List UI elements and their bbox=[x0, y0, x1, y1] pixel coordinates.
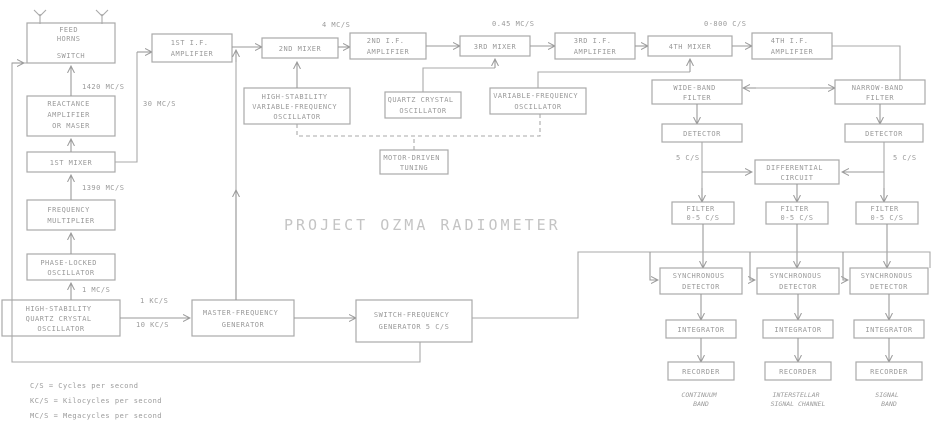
recorder-c-block: RECORDER bbox=[855, 361, 923, 381]
svg-text:INTEGRATOR: INTEGRATOR bbox=[865, 326, 912, 334]
label-1390mcs: 1390 MC/S bbox=[82, 184, 124, 192]
svg-text:DETECTOR: DETECTOR bbox=[683, 130, 721, 138]
svg-text:4TH MIXER: 4TH MIXER bbox=[669, 43, 712, 51]
svg-text:FILTER 0-5 C/S: FILTER 0-5 C/S bbox=[780, 205, 813, 222]
svg-text:QUARTZ CRYSTAL OSCILLATO: QUARTZ CRYSTAL OSCILLATOR bbox=[388, 96, 459, 115]
svg-text:INTEGRATOR: INTEGRATOR bbox=[774, 326, 821, 334]
svg-text:HIGH-STABILITY VARIABLE-: HIGH-STABILITY VARIABLE-FREQUENCY OSCILL… bbox=[252, 93, 342, 121]
svg-text:2ND I.F. AMPLIFIER: 2ND I.F. AMPLIFIER bbox=[367, 37, 410, 56]
detector-right-block: DETECTOR bbox=[844, 123, 924, 143]
svg-text:2ND MIXER: 2ND MIXER bbox=[279, 45, 322, 53]
left-horn-icon bbox=[33, 9, 47, 24]
svg-text:SYNCHRONOUS DETECTOR: SYNCHRONOUS DETECTOR bbox=[770, 272, 827, 291]
output-caption-b: INTERSTELLAR SIGNAL CHANNEL bbox=[771, 391, 826, 408]
svg-text:FILTER 0-5 C/S: FILTER 0-5 C/S bbox=[686, 205, 719, 222]
svg-text:3RD I.F. AMPLIFIER: 3RD I.F. AMPLIFIER bbox=[574, 37, 617, 56]
svg-text:MASTER-FREQUENCY GENERAT: MASTER-FREQUENCY GENERATOR bbox=[203, 309, 283, 329]
fourth-mixer-block: 4TH MIXER bbox=[647, 35, 733, 57]
svg-text:NARROW-BAND FILTER: NARROW-BAND FILTER bbox=[852, 84, 909, 102]
sync-detector-b-block: SYNCHRONOUS DETECTOR bbox=[756, 267, 840, 295]
third-mixer-block: 3RD MIXER bbox=[459, 35, 531, 57]
legend-line-mcs: MC/S = Megacycles per second bbox=[30, 412, 162, 420]
svg-text:SWITCH-FREQUENCY GENERAT: SWITCH-FREQUENCY GENERATOR 5 C/S bbox=[374, 311, 454, 331]
sync-detector-a-block: SYNCHRONOUS DETECTOR bbox=[659, 267, 743, 295]
integrator-b-block: INTEGRATOR bbox=[762, 319, 834, 339]
svg-text:DETECTOR: DETECTOR bbox=[865, 130, 903, 138]
variable-frequency-oscillator-block: VARIABLE-FREQUENCY OSCILLATOR bbox=[489, 87, 587, 115]
second-if-amplifier-block: 2ND I.F. AMPLIFIER bbox=[349, 32, 427, 60]
svg-text:RECORDER: RECORDER bbox=[682, 368, 720, 376]
quartz-crystal-oscillator-block: QUARTZ CRYSTAL OSCILLATOR bbox=[384, 91, 462, 119]
svg-text:VARIABLE-FREQUENCY OSCIL: VARIABLE-FREQUENCY OSCILLATOR bbox=[493, 92, 583, 111]
sync-detector-c-block: SYNCHRONOUS DETECTOR bbox=[849, 267, 929, 295]
high-stability-variable-oscillator-block: HIGH-STABILITY VARIABLE-FREQUENCY OSCILL… bbox=[243, 87, 351, 125]
right-horn-icon bbox=[95, 9, 109, 24]
svg-text:SYNCHRONOUS DETECTOR: SYNCHRONOUS DETECTOR bbox=[673, 272, 730, 291]
filter-c-block: FILTER 0-5 C/S bbox=[855, 201, 919, 225]
svg-text:RECORDER: RECORDER bbox=[779, 368, 817, 376]
legend-line-kcs: KC/S = Kilocycles per second bbox=[30, 397, 162, 405]
output-caption-c: SIGNAL BAND bbox=[875, 391, 902, 408]
svg-text:FILTER 0-5 C/S: FILTER 0-5 C/S bbox=[870, 205, 903, 222]
master-frequency-generator-block: MASTER-FREQUENCY GENERATOR bbox=[191, 299, 295, 337]
legend: C/S = Cycles per second KC/S = Kilocycle… bbox=[30, 382, 162, 420]
wide-band-filter-block: WIDE-BAND FILTER bbox=[651, 79, 743, 105]
frequency-multiplier-block: FREQUENCY MULTIPLIER bbox=[26, 199, 116, 231]
detector-left-block: DETECTOR bbox=[661, 123, 743, 143]
legend-line-cs: C/S = Cycles per second bbox=[30, 382, 138, 390]
output-caption-a: CONTINUUM BAND bbox=[681, 391, 720, 408]
high-stability-crystal-oscillator-block: HIGH-STABILITY QUARTZ CRYSTAL OSCILLATOR bbox=[1, 299, 121, 337]
label-045mcs: 0.45 MC/S bbox=[492, 20, 534, 28]
reactance-amplifier-block: REACTANCE AMPLIFIER OR MASER bbox=[26, 95, 116, 137]
motor-driven-tuning-block: MOTOR-DRIVEN TUNING bbox=[379, 149, 449, 175]
recorder-b-block: RECORDER bbox=[764, 361, 832, 381]
label-1mcs: 1 MC/S bbox=[82, 286, 110, 294]
label-5cs-left: 5 C/S bbox=[676, 154, 700, 162]
svg-text:INTEGRATOR: INTEGRATOR bbox=[677, 326, 724, 334]
narrow-band-filter-block: NARROW-BAND FILTER bbox=[834, 79, 926, 105]
label-5cs-right: 5 C/S bbox=[893, 154, 917, 162]
integrator-a-block: INTEGRATOR bbox=[665, 319, 737, 339]
label-30mcs: 30 MC/S bbox=[143, 100, 176, 108]
filter-a-block: FILTER 0-5 C/S bbox=[671, 201, 735, 225]
svg-text:REACTANCE AMPLIFIER: REACTANCE AMPLIFIER OR MASER bbox=[47, 100, 94, 130]
integrator-c-block: INTEGRATOR bbox=[853, 319, 925, 339]
label-1kcs: 1 KC/S bbox=[140, 297, 168, 305]
svg-text:DIFFERENTIAL CIRCUIT: DIFFERENTIAL CIRCUIT bbox=[766, 164, 827, 182]
svg-text:PHASE-LOCKED OSCILLATOR: PHASE-LOCKED OSCILLATOR bbox=[40, 259, 101, 277]
second-mixer-block: 2ND MIXER bbox=[261, 37, 339, 59]
svg-text:FREQUENCY MULTIPLIER: FREQUENCY MULTIPLIER bbox=[47, 206, 94, 225]
feed-horns-switch-block: FEED HORNS SWITCH bbox=[26, 22, 116, 64]
svg-text:4TH I.F. AMPLIFIER: 4TH I.F. AMPLIFIER bbox=[771, 37, 814, 56]
switch-frequency-generator-block: SWITCH-FREQUENCY GENERATOR 5 C/S bbox=[355, 299, 473, 343]
svg-text:SYNCHRONOUS DETECTOR: SYNCHRONOUS DETECTOR bbox=[861, 272, 918, 291]
feed-horns-switch-label: FEED HORNS SWITCH bbox=[57, 26, 85, 60]
svg-text:MOTOR-DRIVEN TUNING: MOTOR-DRIVEN TUNING bbox=[383, 154, 444, 172]
differential-circuit-block: DIFFERENTIAL CIRCUIT bbox=[754, 159, 840, 185]
first-mixer-left-block: 1ST MIXER bbox=[26, 151, 116, 173]
recorder-a-block: RECORDER bbox=[667, 361, 735, 381]
svg-text:WIDE-BAND FILTER: WIDE-BAND FILTER bbox=[673, 84, 720, 102]
fourth-if-amplifier-block: 4TH I.F. AMPLIFIER bbox=[751, 32, 833, 60]
svg-text:1ST MIXER: 1ST MIXER bbox=[50, 159, 93, 167]
svg-text:HIGH-STABILITY QUARTZ CR: HIGH-STABILITY QUARTZ CRYSTAL OSCILLATOR bbox=[26, 305, 97, 333]
label-10kcs: 10 KC/S bbox=[136, 321, 169, 329]
filter-b-block: FILTER 0-5 C/S bbox=[765, 201, 829, 225]
diagram-title: PROJECT OZMA RADIOMETER bbox=[284, 216, 561, 234]
label-0-800cs: 0-800 C/S bbox=[704, 20, 746, 28]
svg-text:1ST I.F. AMPLIFIER: 1ST I.F. AMPLIFIER bbox=[171, 39, 214, 58]
svg-text:3RD MIXER: 3RD MIXER bbox=[474, 43, 517, 51]
label-4mcs: 4 MC/S bbox=[322, 21, 350, 29]
phase-locked-oscillator-block: PHASE-LOCKED OSCILLATOR bbox=[26, 253, 116, 281]
first-if-amplifier-block: 1ST I.F. AMPLIFIER bbox=[151, 33, 233, 63]
label-1420mcs: 1420 MC/S bbox=[82, 83, 124, 91]
third-if-amplifier-block: 3RD I.F. AMPLIFIER bbox=[554, 32, 636, 60]
svg-text:RECORDER: RECORDER bbox=[870, 368, 908, 376]
